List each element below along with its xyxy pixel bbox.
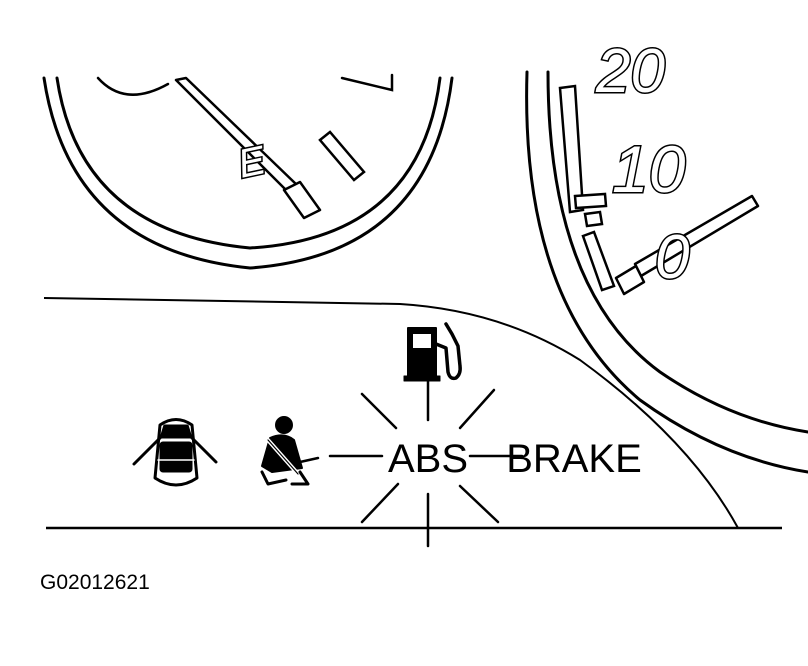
seat-belt-icon	[260, 416, 320, 486]
abs-warning-label: ABS	[388, 437, 468, 481]
fuel-gauge-inner-rim	[55, 76, 442, 250]
fuel-gauge-upper-tick	[340, 73, 394, 92]
warning-panel-top-edge	[43, 297, 739, 529]
speedometer-tick-label: 10	[612, 132, 686, 206]
abs-flash-rays	[328, 368, 524, 548]
fuel-gauge-hub	[96, 76, 170, 96]
brake-warning-label: BRAKE	[506, 437, 642, 481]
fuel-gauge-outer-rim	[42, 76, 454, 270]
speedometer-tick-label: 20	[595, 37, 665, 106]
fuel-gauge	[42, 73, 454, 270]
fuel-gauge-empty-mark: E	[234, 138, 271, 187]
fuel-pump-icon	[403, 322, 462, 382]
figure-code: G02012621	[40, 571, 150, 594]
speedometer-outer-rim	[525, 70, 808, 474]
speedometer-scale-bar	[581, 230, 616, 292]
fuel-gauge-needle	[174, 76, 322, 220]
speedometer-tick	[583, 210, 604, 228]
speedometer-scale-bar	[558, 84, 585, 214]
fuel-gauge-tick	[318, 130, 366, 182]
door-ajar-icon	[132, 418, 218, 487]
speedometer-needle	[614, 194, 760, 296]
speedometer-inner-rim	[546, 70, 808, 434]
warning-panel	[43, 297, 782, 530]
speedometer-tick-label: 0	[655, 223, 689, 292]
speedometer	[525, 70, 808, 474]
speedometer-tick	[573, 192, 608, 210]
